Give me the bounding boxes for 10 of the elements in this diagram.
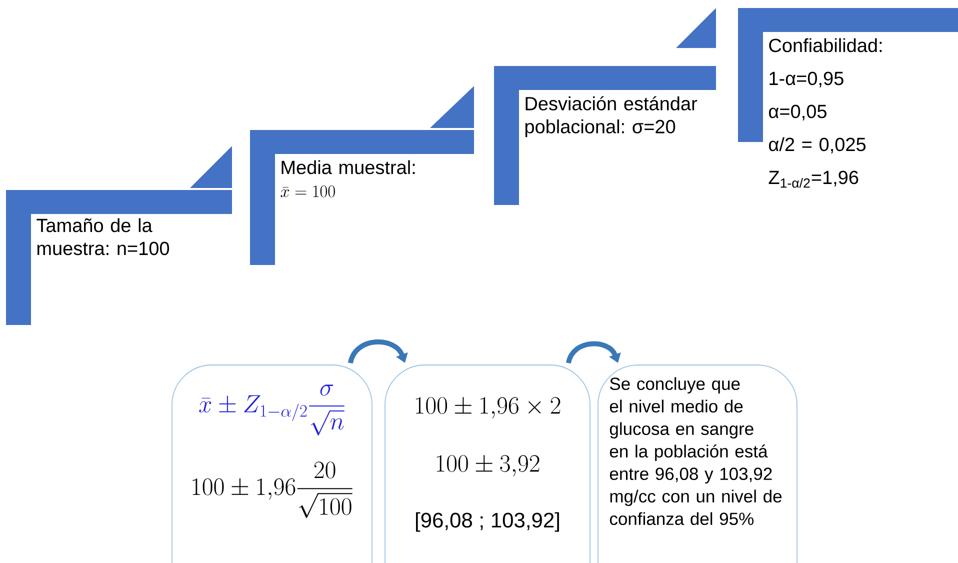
conclusion-text: Se concluye que el nivel medio de glucosa en sangre en la población está entre 96,08 y 103,92 mg/cc con un nivel de confianza del 95% [610,377,782,526]
rounded-box [384,364,590,563]
result-text: [96,08 ; 103,92] [416,512,559,532]
formula: $100 \pm 1{,}96 \times 2$ [416,397,560,418]
formula: $100 \pm 3{,}92$ [436,455,540,476]
node-label: Z$_{1-α/2}$=1,96 [768,170,858,188]
rounded-box [172,364,372,563]
formula: $100 \pm 1{,}96\frac{20}{\sqrt{100}}$ [192,462,352,518]
rounded-box [598,364,798,563]
formula: $\bar{x} \pm Z_{1-\alpha/2}\frac{\sigma}{\sqrt{n}}$ [199,384,344,436]
